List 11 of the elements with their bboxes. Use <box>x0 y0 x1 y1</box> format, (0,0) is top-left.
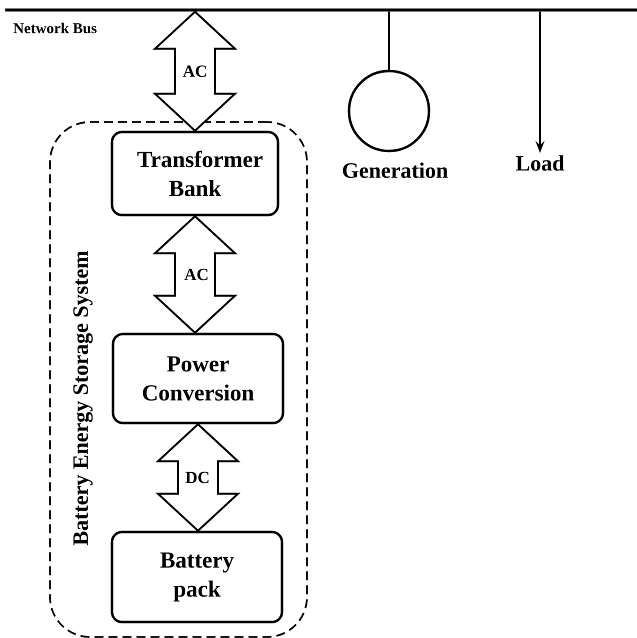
connector-line <box>388 12 390 70</box>
bus-label: Network Bus <box>13 22 97 34</box>
generation-label: Generation <box>342 162 448 178</box>
edge-label: AC <box>182 64 208 78</box>
process-box: Transformer Bank <box>110 130 280 216</box>
process-box: Power Conversion <box>112 332 284 424</box>
group-label: Battery Energy Storage System <box>73 250 93 546</box>
edge-label: AC <box>183 268 210 282</box>
edge-label: DC <box>184 470 211 484</box>
process-box: Battery pack <box>110 530 284 624</box>
load-label: Load <box>516 155 564 171</box>
